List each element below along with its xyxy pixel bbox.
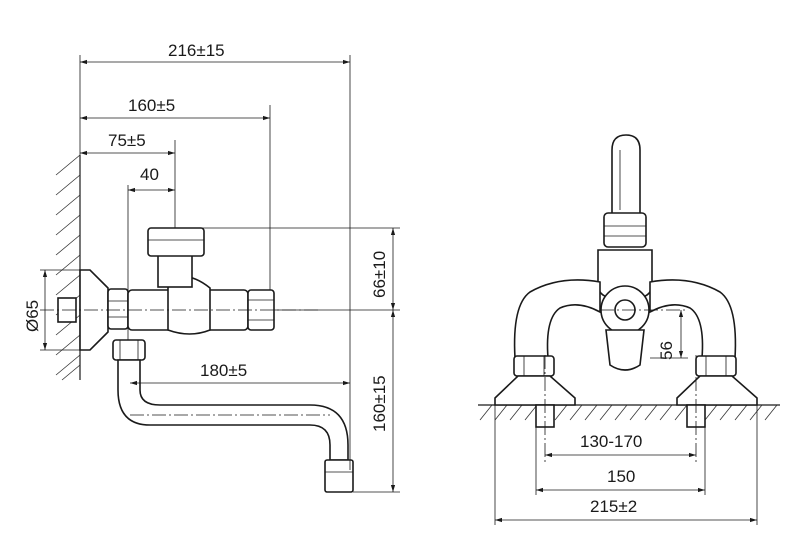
front-flange-right [676, 375, 758, 406]
front-nut-right [695, 355, 737, 377]
dim-center-height: 56 [657, 341, 676, 360]
dim-flange-diameter: Ø65 [23, 300, 42, 332]
coupling-nut [107, 288, 129, 330]
dim-overall-width: 215±2 [590, 497, 637, 516]
front-view: 56 130-170 150 215±2 [478, 134, 780, 525]
dim-body-offset: 40 [140, 165, 159, 184]
dim-spout-length: 180±5 [200, 361, 247, 380]
handle-stem [157, 254, 193, 288]
front-flange-left [494, 375, 576, 406]
dim-connection-spacing: 150 [607, 467, 635, 486]
dim-spout-height: 160±15 [370, 375, 389, 432]
handle-cap [147, 227, 205, 257]
dim-connection-range: 130-170 [580, 432, 642, 451]
dim-top-height: 66±10 [370, 251, 389, 298]
dim-total-width: 216±15 [168, 41, 225, 60]
front-spout [611, 134, 641, 216]
mounting-hatching [478, 404, 780, 421]
spout [117, 359, 349, 461]
dim-reach: 160±5 [128, 96, 175, 115]
front-spout-collar [603, 212, 647, 248]
side-view: 216±15 160±5 75±5 40 Ø65 180±5 66±10 160… [23, 41, 400, 493]
front-lever [605, 329, 645, 371]
front-arm-left [513, 279, 601, 359]
dim-outlet-offset: 75±5 [108, 131, 146, 150]
spout-aerator [324, 459, 354, 493]
wall-hatching [55, 154, 81, 381]
front-nut-left [513, 355, 555, 377]
spout-nut [112, 339, 146, 361]
